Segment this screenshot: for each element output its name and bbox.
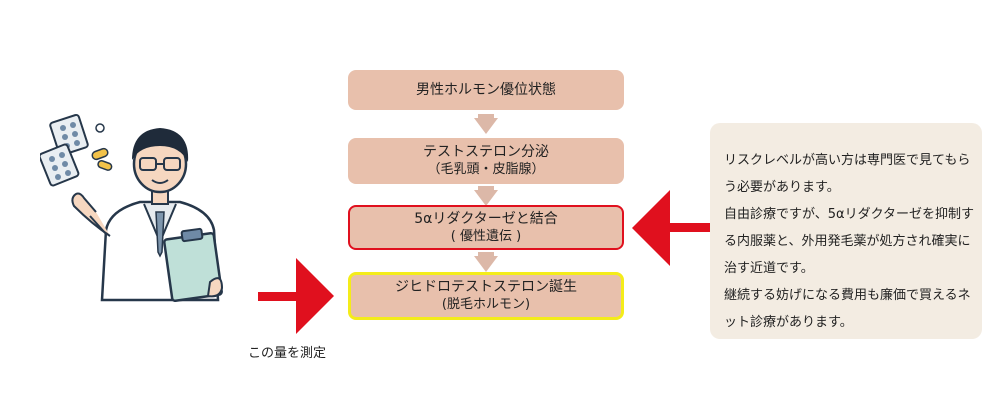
red-arrow-left-icon: [632, 190, 710, 266]
flow-step-line1: 5αリダクターゼと結合: [414, 210, 558, 227]
flow-step-testosterone-secretion: テストステロン分泌 （毛乳頭・皮脂腺）: [348, 138, 624, 184]
flow-step-dht-birth: ジヒドロテストステロン誕生 (脱毛ホルモン): [348, 272, 624, 320]
flow-step-line1: テストステロン分泌: [423, 144, 549, 160]
medicine-pills-icon: [40, 113, 113, 187]
flow-step-line2: （毛乳頭・皮脂腺）: [427, 162, 545, 177]
measure-caption: この量を測定: [248, 346, 327, 361]
note-paragraph: 自由診療ですが、5αリダクターゼを抑制する内服薬と、外用発毛薬が処方され確実に治…: [724, 207, 975, 276]
doctor-illustration-icon: [40, 113, 224, 302]
flow-step-line1: ジヒドロテストステロン誕生: [395, 279, 577, 295]
note-paragraph: リスクレベルが高い方は専門医で見てもらう必要があります。: [724, 153, 971, 195]
info-note-box: リスクレベルが高い方は専門医で見てもらう必要があります。 自由診療ですが、5αリ…: [710, 123, 982, 339]
flow-step-line2: ( 優性遺伝 ): [450, 228, 522, 244]
flow-step-male-hormone: 男性ホルモン優位状態: [348, 70, 624, 110]
note-paragraph: 継続する妨げになる費用も廉価で買えるネット診療があります。: [724, 288, 971, 330]
flow-step-5a-reductase: 5αリダクターゼと結合 ( 優性遺伝 ): [348, 205, 624, 250]
red-arrow-right-icon: [258, 258, 334, 334]
flow-step-line2: (脱毛ホルモン): [441, 297, 531, 312]
flow-step-label: 男性ホルモン優位状態: [416, 82, 556, 98]
down-arrow-icon: [474, 252, 498, 272]
down-arrow-icon: [474, 114, 498, 134]
down-arrow-icon: [474, 186, 498, 206]
